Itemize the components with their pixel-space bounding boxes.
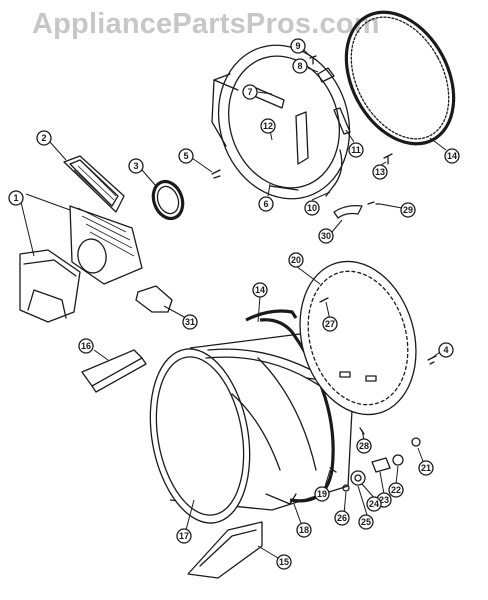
callout-6[interactable]: 6 [258,196,274,212]
svg-text:22: 22 [391,485,401,495]
svg-text:21: 21 [421,463,431,473]
bracket-part[interactable] [135,285,173,313]
svg-text:1: 1 [13,193,18,203]
wire-part[interactable] [325,149,343,197]
svg-text:7: 7 [247,87,252,97]
screw-part[interactable] [427,355,437,365]
svg-text:31: 31 [185,317,195,327]
callout-3[interactable]: 3 [128,158,144,174]
leader-lines [19,47,447,559]
svg-text:15: 15 [279,557,289,567]
svg-text:8: 8 [297,61,302,71]
screw-part[interactable] [309,55,317,65]
svg-text:16: 16 [81,341,91,351]
svg-text:26: 26 [337,513,347,523]
callout-12[interactable]: 12 [260,118,276,134]
lint-duct-part[interactable] [19,205,143,323]
svg-text:19: 19 [317,489,327,499]
callout-26[interactable]: 26 [334,510,350,526]
screw-part[interactable] [383,153,393,165]
svg-text:30: 30 [321,231,331,241]
svg-text:5: 5 [183,151,188,161]
callout-27[interactable]: 27 [322,316,338,332]
svg-text:2: 2 [41,133,46,143]
callout-8[interactable]: 8 [292,58,308,74]
callout-17[interactable]: 17 [176,528,192,544]
svg-text:14: 14 [255,285,265,295]
callout-11[interactable]: 11 [348,142,364,158]
svg-text:11: 11 [351,145,361,155]
drum-part[interactable] [137,333,353,531]
callout-1[interactable]: 1 [8,190,24,206]
callout-14[interactable]: 14 [252,282,268,298]
callout-29[interactable]: 29 [400,202,416,218]
callout-15[interactable]: 15 [276,554,292,570]
lint-filter-part[interactable] [63,155,125,213]
svg-text:27: 27 [325,319,335,329]
callout-24[interactable]: 24 [366,496,382,512]
svg-text:6: 6 [263,199,268,209]
callout-20[interactable]: 20 [288,252,304,268]
callout-4[interactable]: 4 [438,342,454,358]
screw-part[interactable] [367,201,381,205]
callout-28[interactable]: 28 [356,438,372,454]
roller-assembly-part[interactable] [329,427,421,492]
svg-text:17: 17 [179,531,189,541]
callout-21[interactable]: 21 [418,460,434,476]
ring-part[interactable] [148,177,187,222]
svg-text:23: 23 [379,495,389,505]
callout-31[interactable]: 31 [182,314,198,330]
svg-text:29: 29 [403,205,413,215]
callout-14[interactable]: 14 [444,148,460,164]
callout-30[interactable]: 30 [318,228,334,244]
callout-22[interactable]: 22 [388,482,404,498]
front-bulkhead-part[interactable] [283,248,434,429]
svg-text:13: 13 [375,167,385,177]
callout-13[interactable]: 13 [372,164,388,180]
callout-10[interactable]: 10 [304,200,320,216]
svg-text:9: 9 [295,41,300,51]
callout-2[interactable]: 2 [36,130,52,146]
svg-text:14: 14 [447,151,457,161]
rod-part[interactable] [333,107,351,135]
rear-bulkhead-part[interactable] [199,28,369,216]
watermark-logo: AppliancePartsPros.com [32,8,380,40]
callout-18[interactable]: 18 [296,522,312,538]
callout-25[interactable]: 25 [358,514,374,530]
svg-text:28: 28 [359,441,369,451]
callout-7[interactable]: 7 [242,84,258,100]
baffle-part[interactable] [81,349,147,393]
front-seal-ring-part[interactable] [245,309,298,322]
callout-19[interactable]: 19 [314,486,330,502]
svg-text:25: 25 [361,517,371,527]
callout-16[interactable]: 16 [78,338,94,354]
callout-9[interactable]: 9 [290,38,306,54]
clip-part[interactable] [317,67,335,83]
bracket-part[interactable] [333,204,363,219]
washer-part[interactable] [319,297,329,303]
callout-5[interactable]: 5 [178,148,194,164]
svg-text:20: 20 [291,255,301,265]
svg-text:18: 18 [299,525,309,535]
svg-text:10: 10 [307,203,317,213]
svg-text:24: 24 [369,499,379,509]
toe-panel-part[interactable] [187,521,263,579]
svg-text:4: 4 [443,345,448,355]
svg-text:3: 3 [133,161,138,171]
svg-text:12: 12 [263,121,273,131]
screw-part[interactable] [211,169,221,179]
